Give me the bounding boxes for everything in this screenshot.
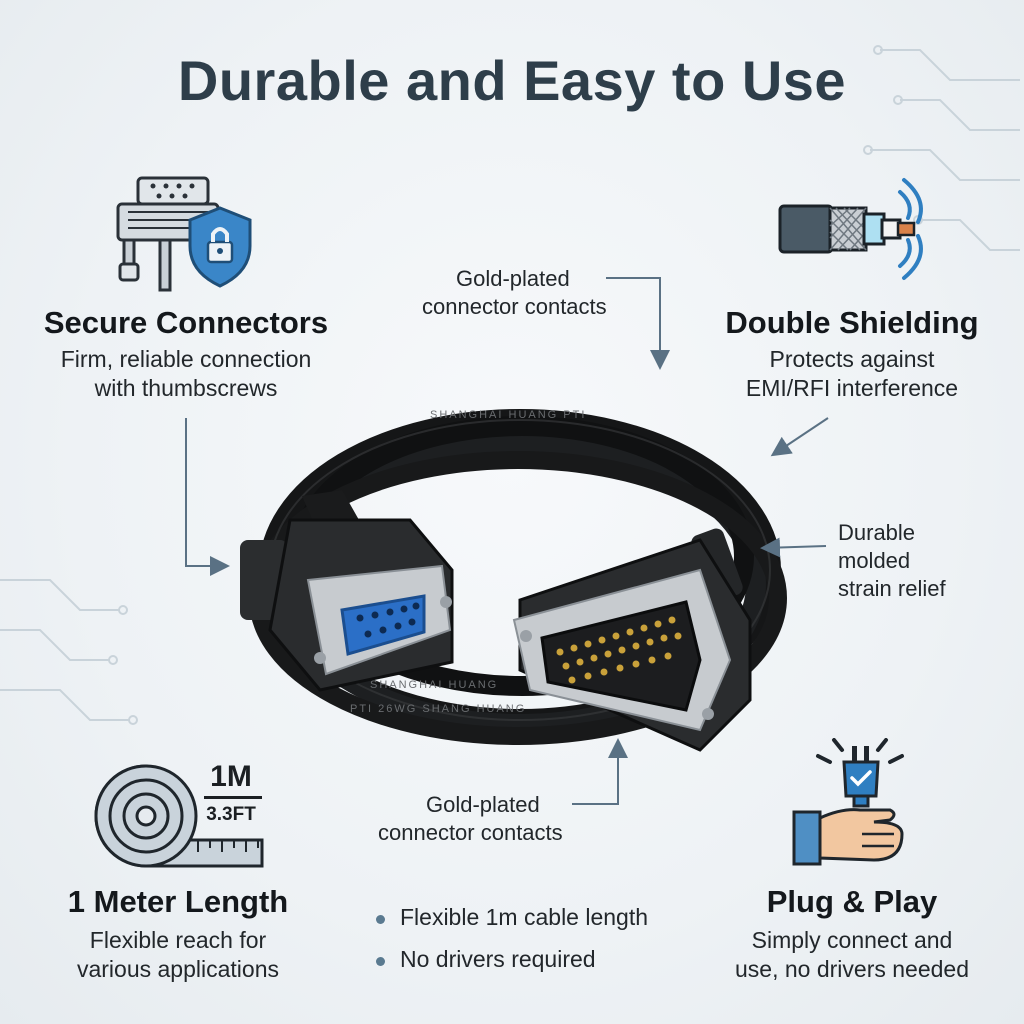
feature-subtitle-shielding-line2: EMI/RFI interference xyxy=(745,375,959,401)
circuit-background-left xyxy=(0,579,138,725)
feature-title-plug-and-play: Plug & Play xyxy=(766,884,938,919)
tape-measure-icon xyxy=(94,764,264,868)
feature-title-1-meter-length: 1 Meter Length xyxy=(67,884,289,919)
feature-subtitle-plug-line1: Simply connect and xyxy=(751,927,953,953)
feature-subtitle-secure-line1: Firm, reliable connection xyxy=(60,346,312,372)
cable-print-bottom-1: SHANGHAI HUANG xyxy=(370,679,498,691)
cable-print-bottom-2: PTI 26WG SHANG HUANG xyxy=(350,703,526,715)
callout-bottom-contacts-line1: Gold-plated xyxy=(426,792,540,817)
callout-top-contacts-line2: connector contacts xyxy=(422,294,607,319)
db-connector-shield-lock-icon xyxy=(116,176,252,292)
db9-female-connector xyxy=(240,490,454,692)
tape-measure-label-1m: 1M xyxy=(210,760,252,793)
feature-subtitle-shielding-line1: Protects against xyxy=(769,346,935,372)
feature-bullet-list: Flexible 1m cable length No drivers requ… xyxy=(374,904,648,988)
callout-strain-line3: strain relief xyxy=(838,576,946,601)
coax-cable-signal-icon xyxy=(778,178,923,280)
circuit-background-right xyxy=(863,45,1020,251)
feature-subtitle-secure-line2: with thumbscrews xyxy=(94,375,278,401)
page-title: Durable and Easy to Use xyxy=(177,49,847,112)
feature-subtitle-length-line2: various applications xyxy=(76,956,279,982)
tape-measure-divider xyxy=(204,796,262,799)
callout-bottom-contacts-line2: connector contacts xyxy=(378,820,563,845)
tape-measure-label-3-3ft: 3.3FT xyxy=(206,804,256,825)
bullet-item: No drivers required xyxy=(374,946,648,988)
callout-strain-line1: Durable xyxy=(838,520,916,545)
db25-male-connector xyxy=(512,528,752,752)
callout-top-contacts-line1: Gold-plated xyxy=(456,266,570,291)
bullet-item: Flexible 1m cable length xyxy=(374,904,648,946)
callout-strain-line2: molded xyxy=(838,548,911,573)
feature-title-double-shielding: Double Shielding xyxy=(725,305,979,340)
cable-print-top: SHANGHAI HUANG PTI xyxy=(430,409,586,421)
feature-subtitle-plug-line2: use, no drivers needed xyxy=(735,956,969,982)
feature-title-secure-connectors: Secure Connectors xyxy=(43,305,329,340)
db9-db25-serial-cable-image: SHANGHAI HUANG PTI SHANGHAI HUANG PTI 26… xyxy=(240,409,787,752)
feature-subtitle-length-line1: Flexible reach for xyxy=(89,927,267,953)
hand-plug-icon xyxy=(792,738,904,866)
